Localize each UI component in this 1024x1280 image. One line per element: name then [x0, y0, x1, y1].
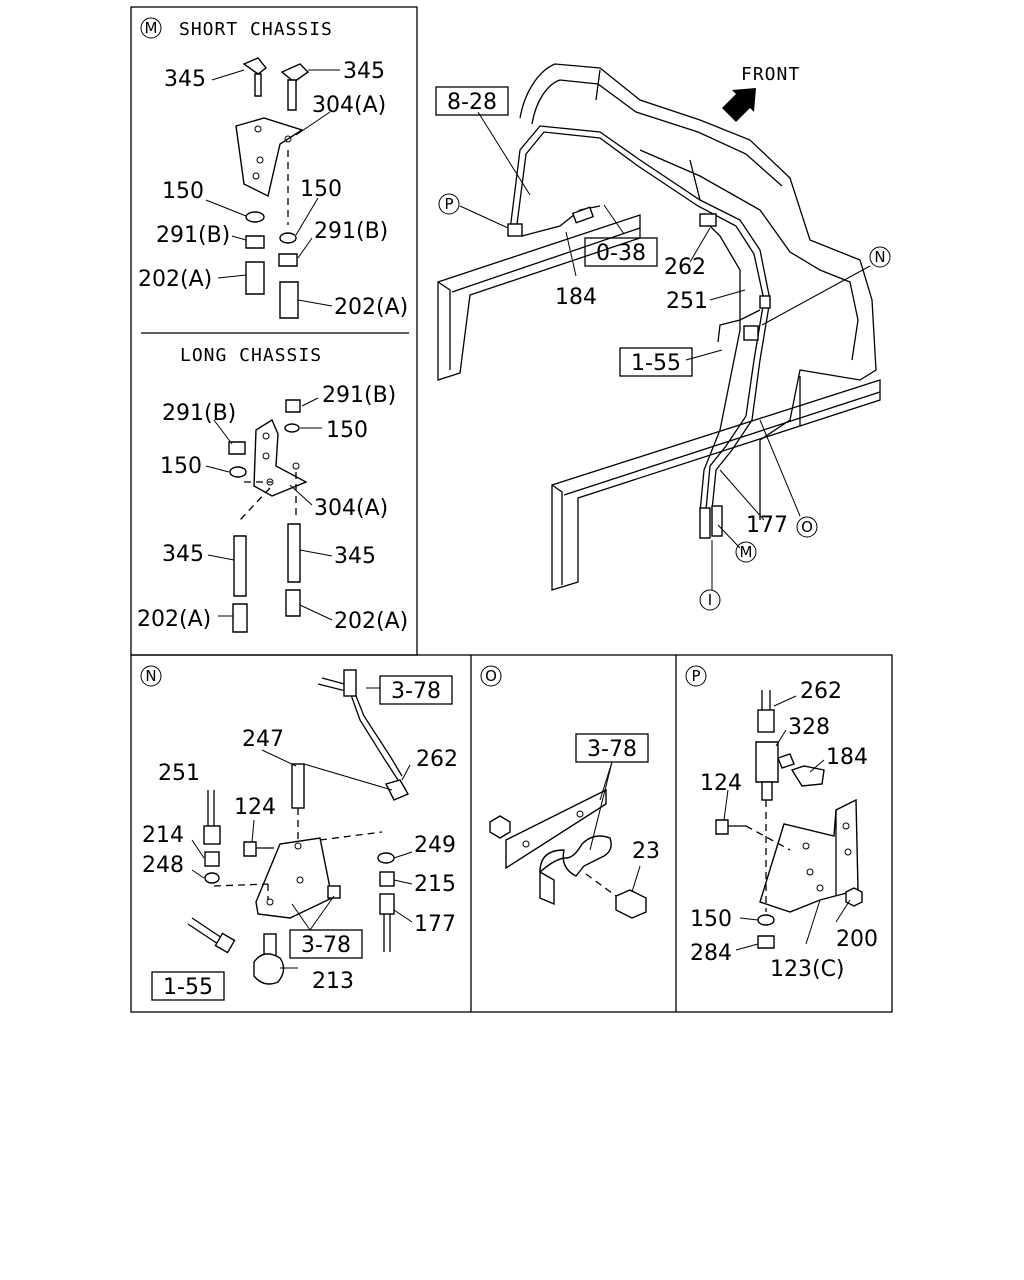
label-284: 284	[690, 941, 732, 966]
label-150: 150	[690, 907, 732, 932]
label-202a: 202(A)	[138, 267, 212, 292]
panel-p-marker: P	[691, 667, 700, 685]
label-291b: 291(B)	[162, 401, 236, 426]
marker-o-icon	[480, 665, 502, 687]
ref-0-38[interactable]: 0-38	[596, 241, 646, 266]
ref-box	[575, 733, 649, 763]
label-345: 345	[164, 67, 206, 92]
ref-box	[379, 675, 453, 705]
marker-o[interactable]: O	[801, 518, 813, 536]
ref-box	[435, 86, 509, 116]
label-304a: 304(A)	[312, 93, 386, 118]
ref-box	[151, 971, 225, 1001]
label-202a: 202(A)	[137, 607, 211, 632]
panel-m: M SHORT CHASSIS	[137, 17, 408, 634]
marker-m[interactable]: M	[740, 543, 753, 561]
label-249: 249	[414, 833, 456, 858]
label-247: 247	[242, 727, 284, 752]
marker-i[interactable]: I	[708, 591, 712, 609]
long-chassis-header: LONG CHASSIS	[180, 345, 322, 366]
panel-n: N	[140, 665, 458, 1001]
label-124: 124	[234, 795, 276, 820]
label-184: 184	[555, 285, 597, 310]
label-150: 150	[160, 454, 202, 479]
label-123c: 123(C)	[770, 957, 845, 982]
marker-m-icon	[735, 541, 757, 563]
label-184: 184	[826, 745, 868, 770]
marker-m-icon	[140, 17, 162, 39]
panel-o-drawing	[489, 761, 647, 919]
label-213: 213	[312, 969, 354, 994]
panel-p-drawing	[715, 690, 863, 951]
label-291b: 291(B)	[322, 383, 396, 408]
label-200: 200	[836, 927, 878, 952]
label-202a: 202(A)	[334, 295, 408, 320]
label-150: 150	[162, 179, 204, 204]
label-262: 262	[800, 679, 842, 704]
main-assembly: FRONT	[435, 63, 891, 611]
panel-o-marker: O	[485, 667, 497, 685]
label-177: 177	[746, 513, 788, 538]
ref-box	[584, 237, 658, 267]
marker-p-icon	[685, 665, 707, 687]
long-chassis-drawing	[205, 397, 333, 633]
panel-frames	[130, 6, 893, 1013]
front-label: FRONT	[741, 64, 800, 85]
label-150: 150	[300, 177, 342, 202]
label-251: 251	[158, 761, 200, 786]
label-150: 150	[326, 418, 368, 443]
label-214: 214	[142, 823, 184, 848]
panel-o: O 3-78 23	[480, 665, 660, 919]
label-215: 248	[142, 853, 184, 878]
label-291b: 291(B)	[314, 219, 388, 244]
marker-p[interactable]: P	[444, 195, 453, 213]
panel-m-marker: M	[145, 19, 158, 37]
ref-1-55[interactable]: 1-55	[163, 975, 213, 1000]
ref-3-78[interactable]: 3-78	[587, 737, 637, 762]
label-345: 345	[343, 59, 385, 84]
frame-outline-drawing	[437, 63, 881, 591]
ref-box	[619, 347, 693, 377]
marker-p-icon	[438, 193, 460, 215]
ref-8-28[interactable]: 8-28	[447, 90, 497, 115]
label-177: 177	[414, 912, 456, 937]
label-345: 345	[162, 542, 204, 567]
label-248: 215	[414, 872, 456, 897]
label-328: 328	[788, 715, 830, 740]
short-chassis-header: SHORT CHASSIS	[179, 19, 333, 40]
label-124: 124	[700, 771, 742, 796]
label-23: 23	[632, 839, 660, 864]
label-304a: 304(A)	[314, 496, 388, 521]
label-345: 345	[334, 544, 376, 569]
marker-n[interactable]: N	[874, 248, 885, 266]
panel-p: P	[685, 665, 878, 982]
front-arrow-icon	[722, 88, 756, 122]
label-262: 262	[416, 747, 458, 772]
marker-i-icon	[699, 589, 721, 611]
ref-3-78[interactable]: 3-78	[391, 679, 441, 704]
ref-3-78[interactable]: 3-78	[301, 933, 351, 958]
label-291b: 291(B)	[156, 223, 230, 248]
label-251: 251	[666, 289, 708, 314]
ref-box	[289, 929, 363, 959]
short-chassis-drawing	[205, 57, 340, 319]
marker-n-icon	[869, 246, 891, 268]
panel-n-drawing	[187, 669, 413, 985]
label-202a: 202(A)	[334, 609, 408, 634]
marker-o-icon	[796, 516, 818, 538]
panel-n-marker: N	[145, 667, 156, 685]
marker-n-icon	[140, 665, 162, 687]
label-262: 262	[664, 255, 706, 280]
ref-1-55[interactable]: 1-55	[631, 351, 681, 376]
